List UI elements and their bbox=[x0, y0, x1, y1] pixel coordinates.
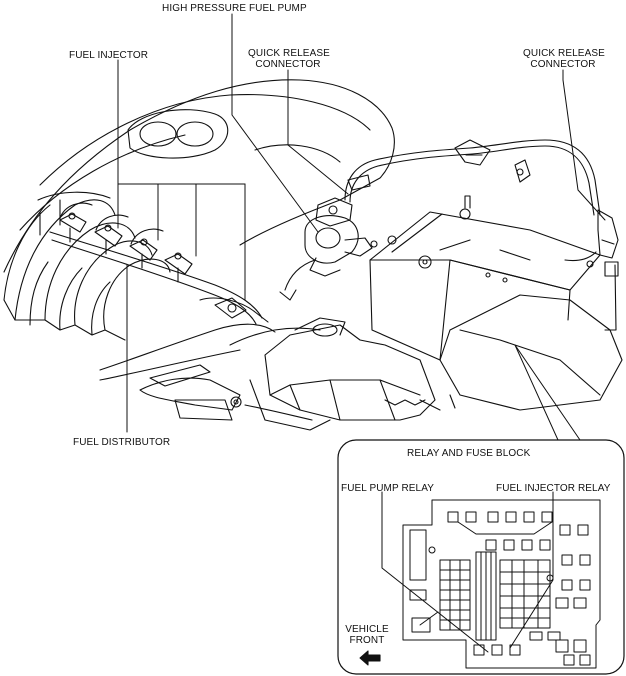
engine-cover bbox=[3, 79, 395, 273]
label-relay-and-fuse-block: RELAY AND FUSE BLOCK bbox=[407, 448, 531, 459]
lower-engine bbox=[99, 317, 436, 431]
fuel-line bbox=[344, 139, 619, 259]
label-fuel-pump-relay: FUEL PUMP RELAY bbox=[341, 483, 435, 494]
label-fuel-injector-relay: FUEL INJECTOR RELAY bbox=[496, 483, 611, 494]
label-line: QUICK RELEASE bbox=[523, 48, 605, 59]
label-line: CONNECTOR bbox=[530, 59, 596, 70]
high-pressure-fuel-pump bbox=[279, 197, 378, 301]
label-quick-release-connector-left: QUICK RELEASE CONNECTOR bbox=[248, 48, 330, 70]
label-high-pressure-fuel-pump: HIGH PRESSURE FUEL PUMP bbox=[162, 3, 307, 14]
relay-fuse-block bbox=[381, 491, 601, 669]
label-fuel-injector: FUEL INJECTOR bbox=[69, 50, 149, 61]
vehicle-front-arrow-icon bbox=[359, 650, 381, 666]
label-line: QUICK RELEASE bbox=[248, 48, 330, 59]
fuel-rail bbox=[49, 202, 269, 325]
label-line: FRONT bbox=[349, 635, 385, 646]
label-fuel-distributor: FUEL DISTRIBUTOR bbox=[73, 437, 171, 448]
label-quick-release-connector-right: QUICK RELEASE CONNECTOR bbox=[523, 48, 605, 70]
battery bbox=[369, 195, 623, 411]
inset-box bbox=[337, 439, 625, 675]
intake-runners bbox=[3, 191, 171, 341]
label-vehicle-front: VEHICLE FRONT bbox=[342, 624, 392, 646]
leader-lines bbox=[117, 13, 606, 441]
label-line: CONNECTOR bbox=[255, 59, 321, 70]
label-line: VEHICLE bbox=[345, 624, 389, 635]
